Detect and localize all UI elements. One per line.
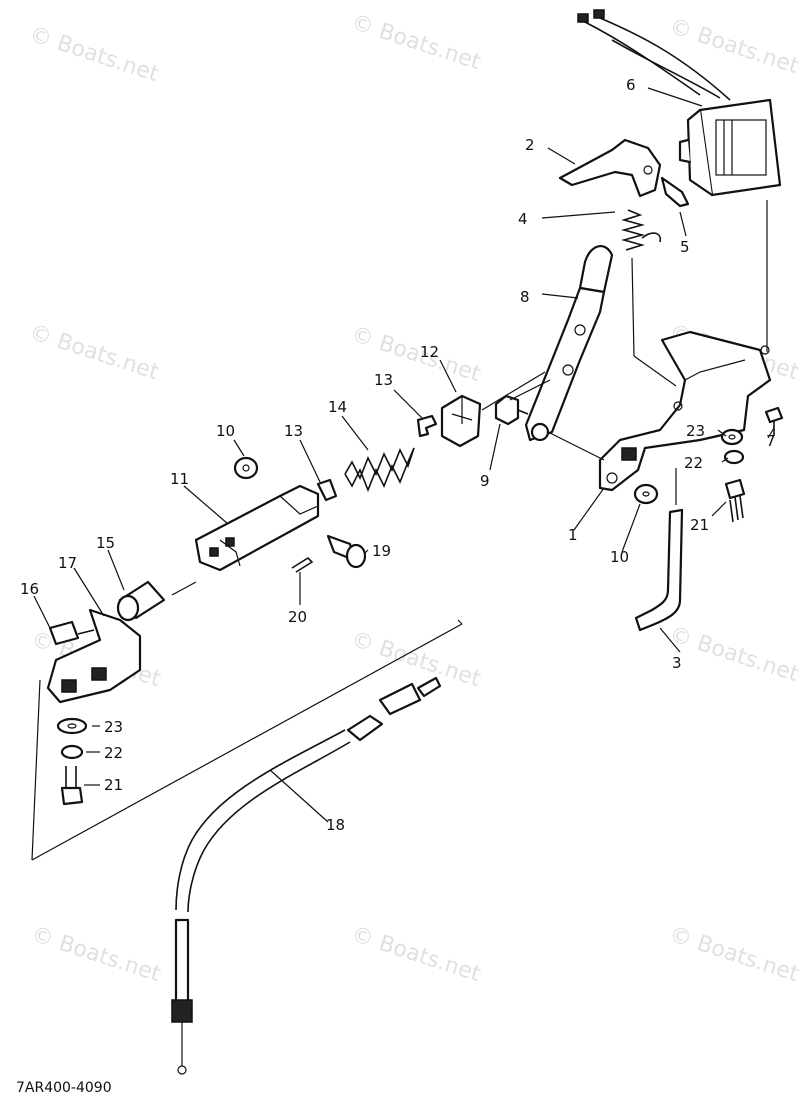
label-part-1: 1 [568,526,578,544]
washer-part-10-left [233,456,259,480]
watermark: © Boats.net [26,320,162,385]
label-part-19: 19 [372,542,391,560]
lever-bracket-part-2 [558,138,662,198]
washer-part-10-right [633,483,659,505]
clip-part-13-left [316,478,338,502]
label-part-7: 7 [766,432,776,450]
bolt-part-7 [764,406,784,436]
watermark: © Boats.net [666,14,802,79]
label-part-20: 20 [288,608,307,626]
clevis-part-11 [194,484,320,572]
label-part-23-left: 23 [104,718,123,736]
leader-lines [33,87,775,823]
spring-part-14 [344,447,415,493]
watermark: © Boats.net [348,10,484,75]
solenoid-part-6 [577,9,782,197]
label-part-8: 8 [520,288,530,306]
pin-part-5 [660,176,690,208]
label-part-23-right: 23 [686,422,705,440]
label-part-21-right: 21 [690,516,709,534]
label-part-5: 5 [680,238,690,256]
watermark: © Boats.net [666,622,802,687]
fasteners-left [56,717,88,806]
part-labels: 6 2 4 5 8 12 13 14 13 10 9 11 15 17 16 1… [20,76,776,834]
label-part-10-left: 10 [216,422,235,440]
watermark: © Boats.net [348,922,484,987]
diagram-code: 7AR400-4090 [16,1080,112,1096]
label-part-2: 2 [525,136,535,154]
label-part-13-left: 13 [284,422,303,440]
pin-part-19 [326,534,367,569]
label-part-16: 16 [20,580,39,598]
label-part-17: 17 [58,554,77,572]
sleeve-part-15 [116,580,166,622]
bracket-part-17 [46,608,142,704]
label-part-22-left: 22 [104,744,123,762]
label-part-18: 18 [326,816,345,834]
bolt-part-16 [48,620,95,646]
bolt-part-9 [494,394,529,426]
label-part-15: 15 [96,534,115,552]
watermark: © Boats.net [666,922,802,987]
spring-part-4 [621,209,662,251]
label-part-12: 12 [420,343,439,361]
label-part-4: 4 [518,210,528,228]
label-part-9: 9 [480,472,490,490]
cable-part-18 [171,676,442,1075]
label-part-13-right: 13 [374,371,393,389]
label-part-22-right: 22 [684,454,703,472]
collar-part-12 [440,394,482,448]
watermark: © Boats.net [348,627,484,692]
clip-part-13-right [416,414,438,438]
label-part-14: 14 [328,398,347,416]
label-part-6: 6 [626,76,636,94]
guide-lines [31,200,768,861]
rod-part-3 [634,508,684,632]
cotter-pin-part-20 [291,556,314,573]
main-bracket-part-1 [598,330,772,492]
watermark: © Boats.net [348,322,484,387]
arm-part-8 [524,245,614,442]
label-part-21-left: 21 [104,776,123,794]
label-part-10-right: 10 [610,548,629,566]
watermark: © Boats.net [28,922,164,987]
label-part-11: 11 [170,470,189,488]
fasteners-right [720,428,746,523]
watermark: © Boats.net [26,22,162,87]
label-part-3: 3 [672,654,682,672]
